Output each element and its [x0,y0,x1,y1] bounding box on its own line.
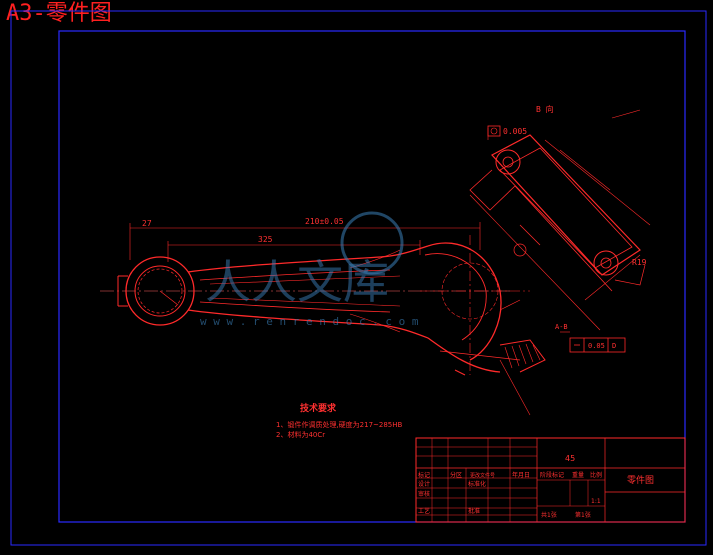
tb-std: 标准化 [468,480,486,488]
tb-col-date: 年月日 [512,471,530,479]
tb-weight: 重量 [572,471,584,479]
dim-325: 325 [258,235,273,244]
dim-r19: R19 [632,258,647,267]
view-label: B 向 [536,104,554,114]
watermark-text: 人人文库 [205,255,389,309]
rod-shank [187,245,429,339]
gd-reference: D [612,342,616,350]
title-block: 45 零件图 1:1 标记 分区 更改文件号 年月日 设计 标准化 审核 工艺 … [415,437,686,523]
gd-datum: A-B [555,323,568,331]
big-end [420,235,546,376]
tb-part-name: 45 [565,454,575,463]
tech-req-line1: 1、锻件作调质处理,硬度为217~285HB [276,420,403,429]
tb-check: 审核 [418,490,430,498]
watermark-url: w w w . r e n r e n d o c . c o m [200,315,419,328]
tb-sheets: 共1张 [541,511,557,519]
tb-ratio: 比例 [590,471,602,479]
tb-approve: 批准 [468,507,480,515]
tb-sheet: 第1张 [575,511,591,519]
watermark: 人人文库 w w w . r e n r e n d o c . c o m [200,211,419,328]
tb-process: 工艺 [418,507,430,515]
dim-27: 27 [142,219,152,228]
leaders [129,109,641,416]
outer-border [10,10,707,546]
tb-col-zone: 分区 [450,471,462,479]
tb-scale: 1:1 [591,498,601,505]
small-end [117,256,195,326]
tb-col-change: 更改文件号 [470,472,495,479]
tech-req-line2: 2、材料为40Cr [276,430,325,439]
tb-stage: 阶段标记 [540,471,564,479]
tech-req-heading: 技术要求 [300,402,337,414]
tb-drawing-name: 零件图 [627,474,654,486]
tol-flatness: 0.005 [503,127,527,136]
inner-border [58,30,686,523]
tb-col-mark: 标记 [418,471,430,479]
dim-210: 210±0.05 [305,217,344,226]
b-view [469,134,651,331]
gd-tolerance: 0.05 [588,342,605,350]
page-title: A3-零件图 [6,1,112,26]
tb-design: 设计 [418,480,430,488]
